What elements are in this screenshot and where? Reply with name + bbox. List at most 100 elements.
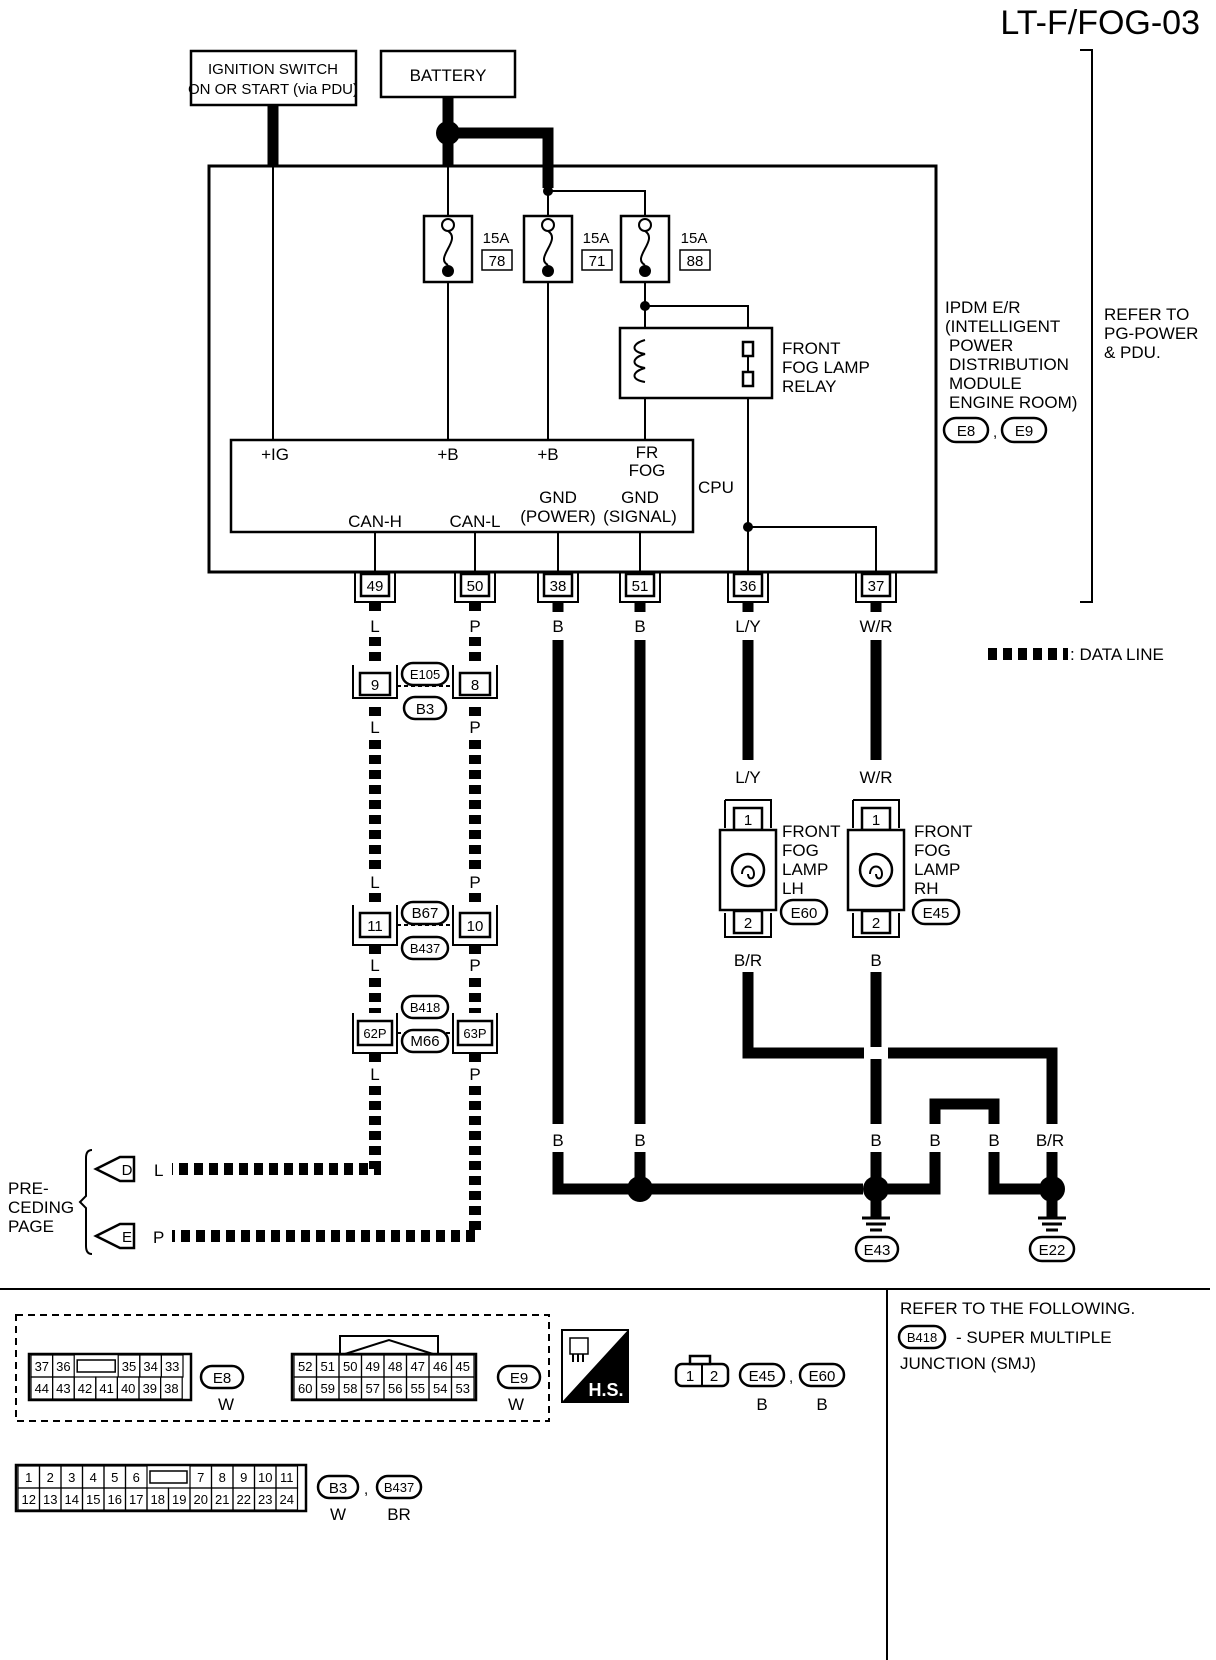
lamp-rh-feed: W/R W/R [859,602,893,787]
svg-text:50: 50 [467,578,484,595]
svg-text:JUNCTION (SMJ): JUNCTION (SMJ) [900,1354,1036,1373]
pin-number: 47 [411,1359,425,1374]
svg-text:62P: 62P [363,1026,386,1041]
svg-text:W: W [218,1395,234,1414]
battery-label: BATTERY [410,66,487,85]
pin-number: 33 [165,1359,179,1374]
svg-text:B: B [988,1131,999,1150]
cpu-label: CPU [698,478,734,497]
svg-text:E8: E8 [957,423,975,440]
svg-text:L: L [370,873,379,892]
svg-text:PRE-: PRE- [8,1179,49,1198]
pin-number: 35 [122,1359,136,1374]
pin-number: 18 [151,1492,165,1507]
svg-text:1: 1 [872,812,880,829]
svg-text:E8: E8 [213,1370,231,1387]
pin-cell [275,1487,299,1511]
svg-text:REFER TO THE FOLLOWING.: REFER TO THE FOLLOWING. [900,1299,1135,1318]
svg-text:CAN-H: CAN-H [348,512,402,531]
svg-text:L/Y: L/Y [735,768,761,787]
ground-jumper: B B [888,1098,1040,1195]
ground-e22: E22 [1028,1176,1076,1263]
svg-text:P: P [469,956,480,975]
svg-text:PAGE: PAGE [8,1217,54,1236]
svg-text:(INTELLIGENT: (INTELLIGENT [945,317,1060,336]
pin-number: 39 [143,1381,157,1396]
arrow-e-icon [93,1222,136,1250]
pin-number: 57 [366,1381,380,1396]
svg-text:E9: E9 [510,1370,528,1387]
svg-text:P: P [153,1228,164,1247]
svg-text:FR: FR [636,443,659,462]
svg-text:LH: LH [782,879,804,898]
pin-number: 49 [366,1359,380,1374]
ipdm-module-box [207,164,938,574]
svg-text:B418: B418 [410,1000,440,1015]
svg-text:PG-POWER: PG-POWER [1104,324,1198,343]
svg-text:9: 9 [371,677,379,694]
svg-text:1: 1 [686,1368,694,1385]
svg-text:+B: +B [437,445,458,464]
svg-text:38: 38 [550,578,567,595]
gnd-wire-38: B B [552,602,863,1195]
svg-text:B: B [634,1131,645,1150]
svg-text:DISTRIBUTION: DISTRIBUTION [949,355,1069,374]
data-line-legend: : DATA LINE [988,645,1164,664]
svg-text:B3: B3 [416,701,434,718]
pin-number: 40 [121,1381,135,1396]
svg-text:FOG: FOG [782,841,819,860]
svg-text:37: 37 [868,578,885,595]
pin-number: 23 [258,1492,272,1507]
pin-number: 8 [219,1470,226,1485]
pin-number: 48 [388,1359,402,1374]
svg-text:B418: B418 [907,1330,937,1345]
svg-text:POWER: POWER [949,336,1013,355]
svg-text:,: , [993,424,997,441]
svg-text:E105: E105 [410,667,440,682]
pin-number: 11 [280,1470,294,1485]
pin-number: 10 [258,1470,272,1485]
svg-text:63P: 63P [463,1026,486,1041]
pin-number: 54 [433,1381,447,1396]
svg-text:P: P [469,1065,480,1084]
pin-number: 17 [129,1492,143,1507]
svg-text:- SUPER MULTIPLE: - SUPER MULTIPLE [956,1328,1112,1347]
pin-number: 51 [321,1359,335,1374]
ground-e43: E43 [854,1176,900,1263]
lamp-rh-ground-wire: B B [864,951,888,1189]
svg-text:15A: 15A [681,230,708,247]
arrow-d-icon [93,1155,136,1183]
refer-power-note: REFER TO PG-POWER & PDU. [1104,305,1198,362]
svg-text:B: B [816,1395,827,1414]
svg-text:E60: E60 [809,1368,836,1385]
svg-text:ENGINE ROOM): ENGINE ROOM) [949,393,1077,412]
svg-text:FOG: FOG [914,841,951,860]
fuse-88: 15A 88 [619,214,711,284]
pin-number: 16 [108,1492,122,1507]
lamp-lh-ground-wire: B/R B/R [734,951,1064,1189]
svg-text:E22: E22 [1039,1242,1066,1259]
ipdm-connector-group [15,1314,550,1422]
pin-number: 24 [280,1492,294,1507]
svg-text:B: B [552,1131,563,1150]
svg-text:B: B [756,1395,767,1414]
svg-text:W: W [330,1505,346,1524]
svg-text:L: L [370,1065,379,1084]
svg-text:L: L [370,718,379,737]
svg-text:BR: BR [387,1505,411,1524]
pin-number: 56 [388,1381,402,1396]
pin-number: 36 [56,1359,70,1374]
pin-number: 46 [433,1359,447,1374]
hs-icon: H.S. [561,1329,629,1403]
svg-text:LAMP: LAMP [782,860,828,879]
svg-text:E: E [122,1229,132,1246]
connector-key-slot [149,1470,188,1484]
pin-number: 59 [321,1381,335,1396]
pin-number: 41 [99,1381,113,1396]
lamp-lh-feed: L/Y L/Y [735,602,761,787]
svg-text:B437: B437 [410,941,440,956]
